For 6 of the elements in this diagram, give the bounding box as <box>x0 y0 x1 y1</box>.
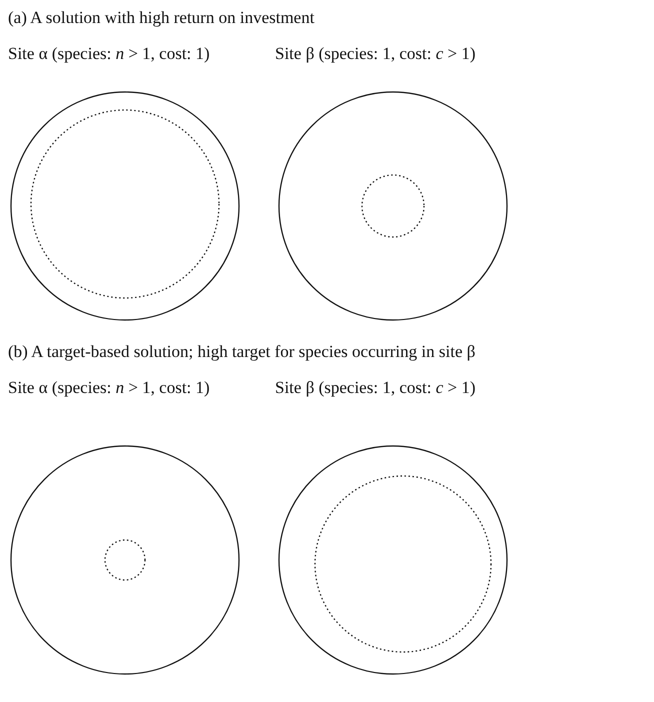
site-heading: Site α (species: n > 1, cost: 1) <box>8 44 210 64</box>
site-heading: Site β (species: 1, cost: c > 1) <box>275 44 476 64</box>
site-heading: Site α (species: n > 1, cost: 1) <box>8 378 210 398</box>
site-heading: Site β (species: 1, cost: c > 1) <box>275 378 476 398</box>
panel-title: (b) A target-based solution; high target for species occurring in site β <box>8 342 476 362</box>
panel-title: (a) A solution with high return on investment <box>8 8 314 28</box>
